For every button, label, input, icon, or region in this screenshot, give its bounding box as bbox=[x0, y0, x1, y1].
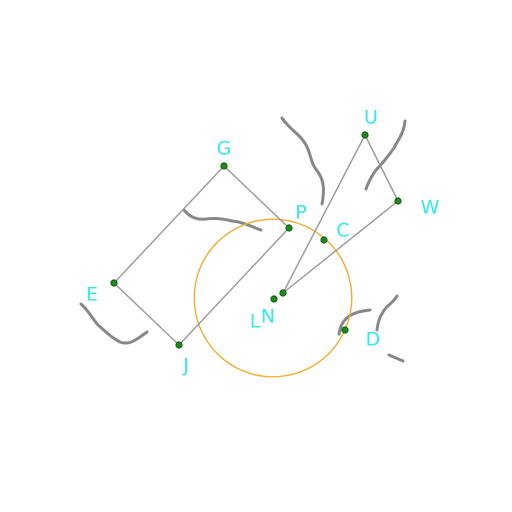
point-P bbox=[285, 224, 293, 232]
point-label-U: U bbox=[364, 107, 378, 129]
circles-layer bbox=[193, 218, 353, 378]
point-L bbox=[270, 295, 278, 303]
segment-WN bbox=[282, 200, 399, 294]
point-D bbox=[341, 326, 349, 334]
segment-GP bbox=[223, 165, 290, 229]
point-J bbox=[175, 341, 183, 349]
point-label-L: L bbox=[250, 311, 261, 333]
labels-layer: G P E J U W C NL D bbox=[86, 107, 440, 377]
scribble-mark bbox=[387, 353, 405, 363]
point-label-D: D bbox=[366, 329, 381, 351]
point-label-W: W bbox=[421, 197, 440, 219]
point-label-N: N bbox=[261, 306, 275, 328]
scribble-mark bbox=[364, 119, 407, 191]
scribble-mark bbox=[337, 308, 372, 336]
point-label-J: J bbox=[182, 355, 189, 377]
points-layer bbox=[110, 131, 402, 349]
point-label-E: E bbox=[86, 284, 98, 306]
point-label-P: P bbox=[295, 202, 306, 224]
segment-UW bbox=[364, 134, 399, 202]
point-label-C: C bbox=[336, 220, 349, 242]
point-label-G: G bbox=[217, 138, 232, 160]
point-C bbox=[320, 236, 328, 244]
point-U bbox=[361, 131, 369, 139]
segment-EG bbox=[113, 165, 225, 284]
scribble-marks bbox=[79, 116, 407, 363]
scribble-mark bbox=[182, 208, 263, 232]
point-W bbox=[394, 197, 402, 205]
segment-PJ bbox=[178, 227, 290, 346]
scribble-mark bbox=[280, 116, 325, 206]
scribble-mark bbox=[375, 294, 399, 332]
segment-NU bbox=[282, 134, 366, 294]
circle-O bbox=[193, 218, 353, 378]
scribble-mark bbox=[79, 302, 149, 345]
segment-JE bbox=[113, 282, 180, 346]
point-N bbox=[279, 289, 287, 297]
segments-layer bbox=[113, 134, 399, 346]
point-E bbox=[110, 279, 118, 287]
point-G bbox=[220, 162, 228, 170]
